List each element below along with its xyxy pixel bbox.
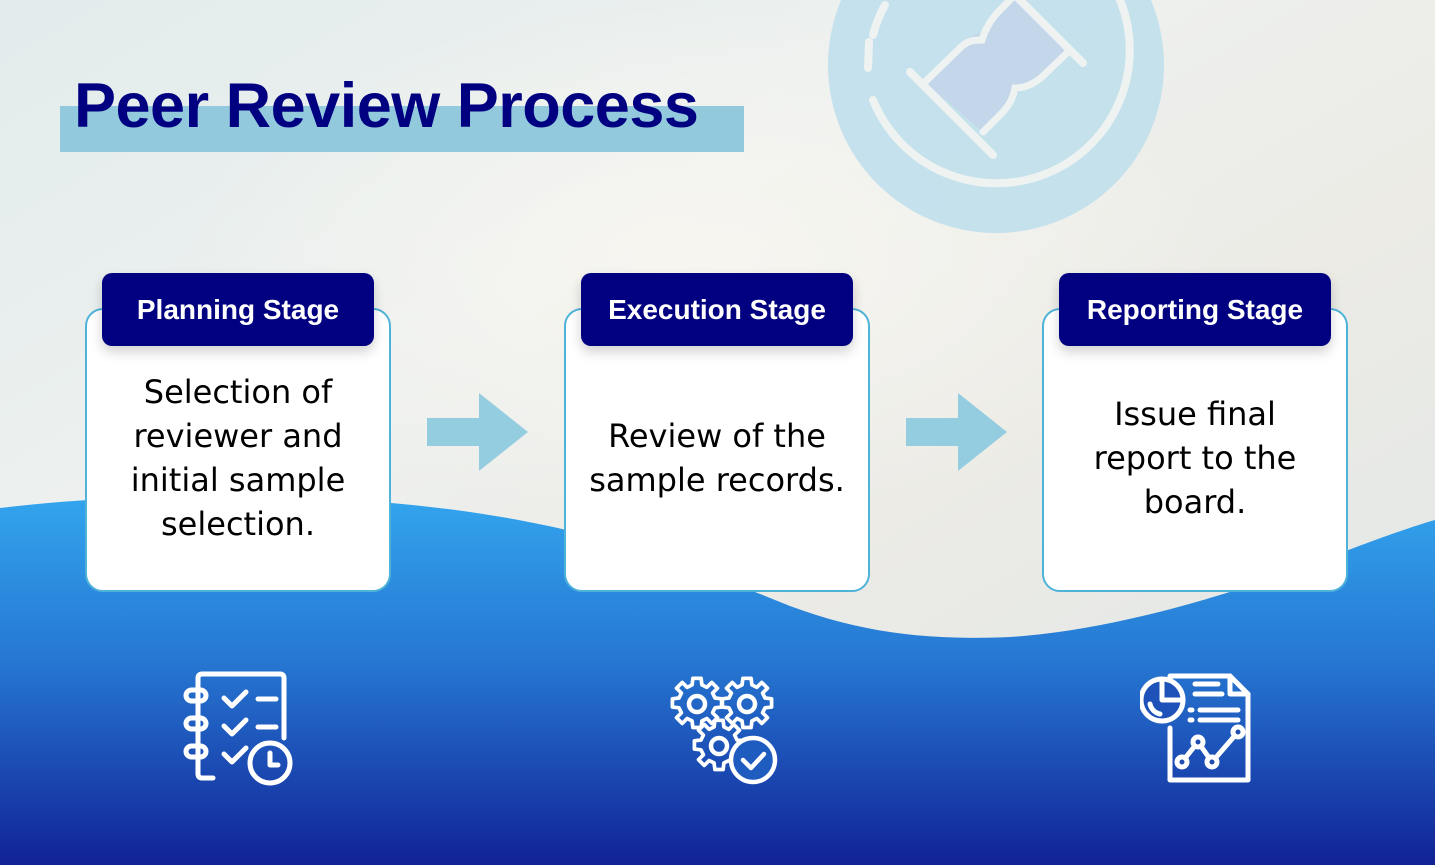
stage-description: Review of the sample records. xyxy=(589,417,845,499)
stage-description: Issue final report to the board. xyxy=(1093,395,1297,521)
title-highlight-bar xyxy=(60,106,744,152)
stage-card-planning: Planning Stage Selection of reviewer and… xyxy=(85,273,391,592)
stage-description: Selection of reviewer and initial sample… xyxy=(130,373,346,543)
checklist-clock-icon xyxy=(183,671,293,786)
stage-card-reporting: Reporting Stage Issue final report to th… xyxy=(1042,273,1348,592)
arrow-right-icon xyxy=(906,393,1007,471)
arrow-right-icon xyxy=(427,393,528,471)
page-title: Peer Review Process xyxy=(74,71,699,141)
stage-card-execution: Execution Stage Review of the sample rec… xyxy=(564,273,870,592)
stage-label: Execution Stage xyxy=(581,273,853,346)
stage-label: Reporting Stage xyxy=(1059,273,1331,346)
stage-label: Planning Stage xyxy=(102,273,374,346)
hourglass-icon xyxy=(828,0,1164,233)
report-chart-icon xyxy=(1140,673,1251,783)
title-block: Peer Review Process xyxy=(60,66,744,152)
gears-check-icon xyxy=(670,676,778,785)
